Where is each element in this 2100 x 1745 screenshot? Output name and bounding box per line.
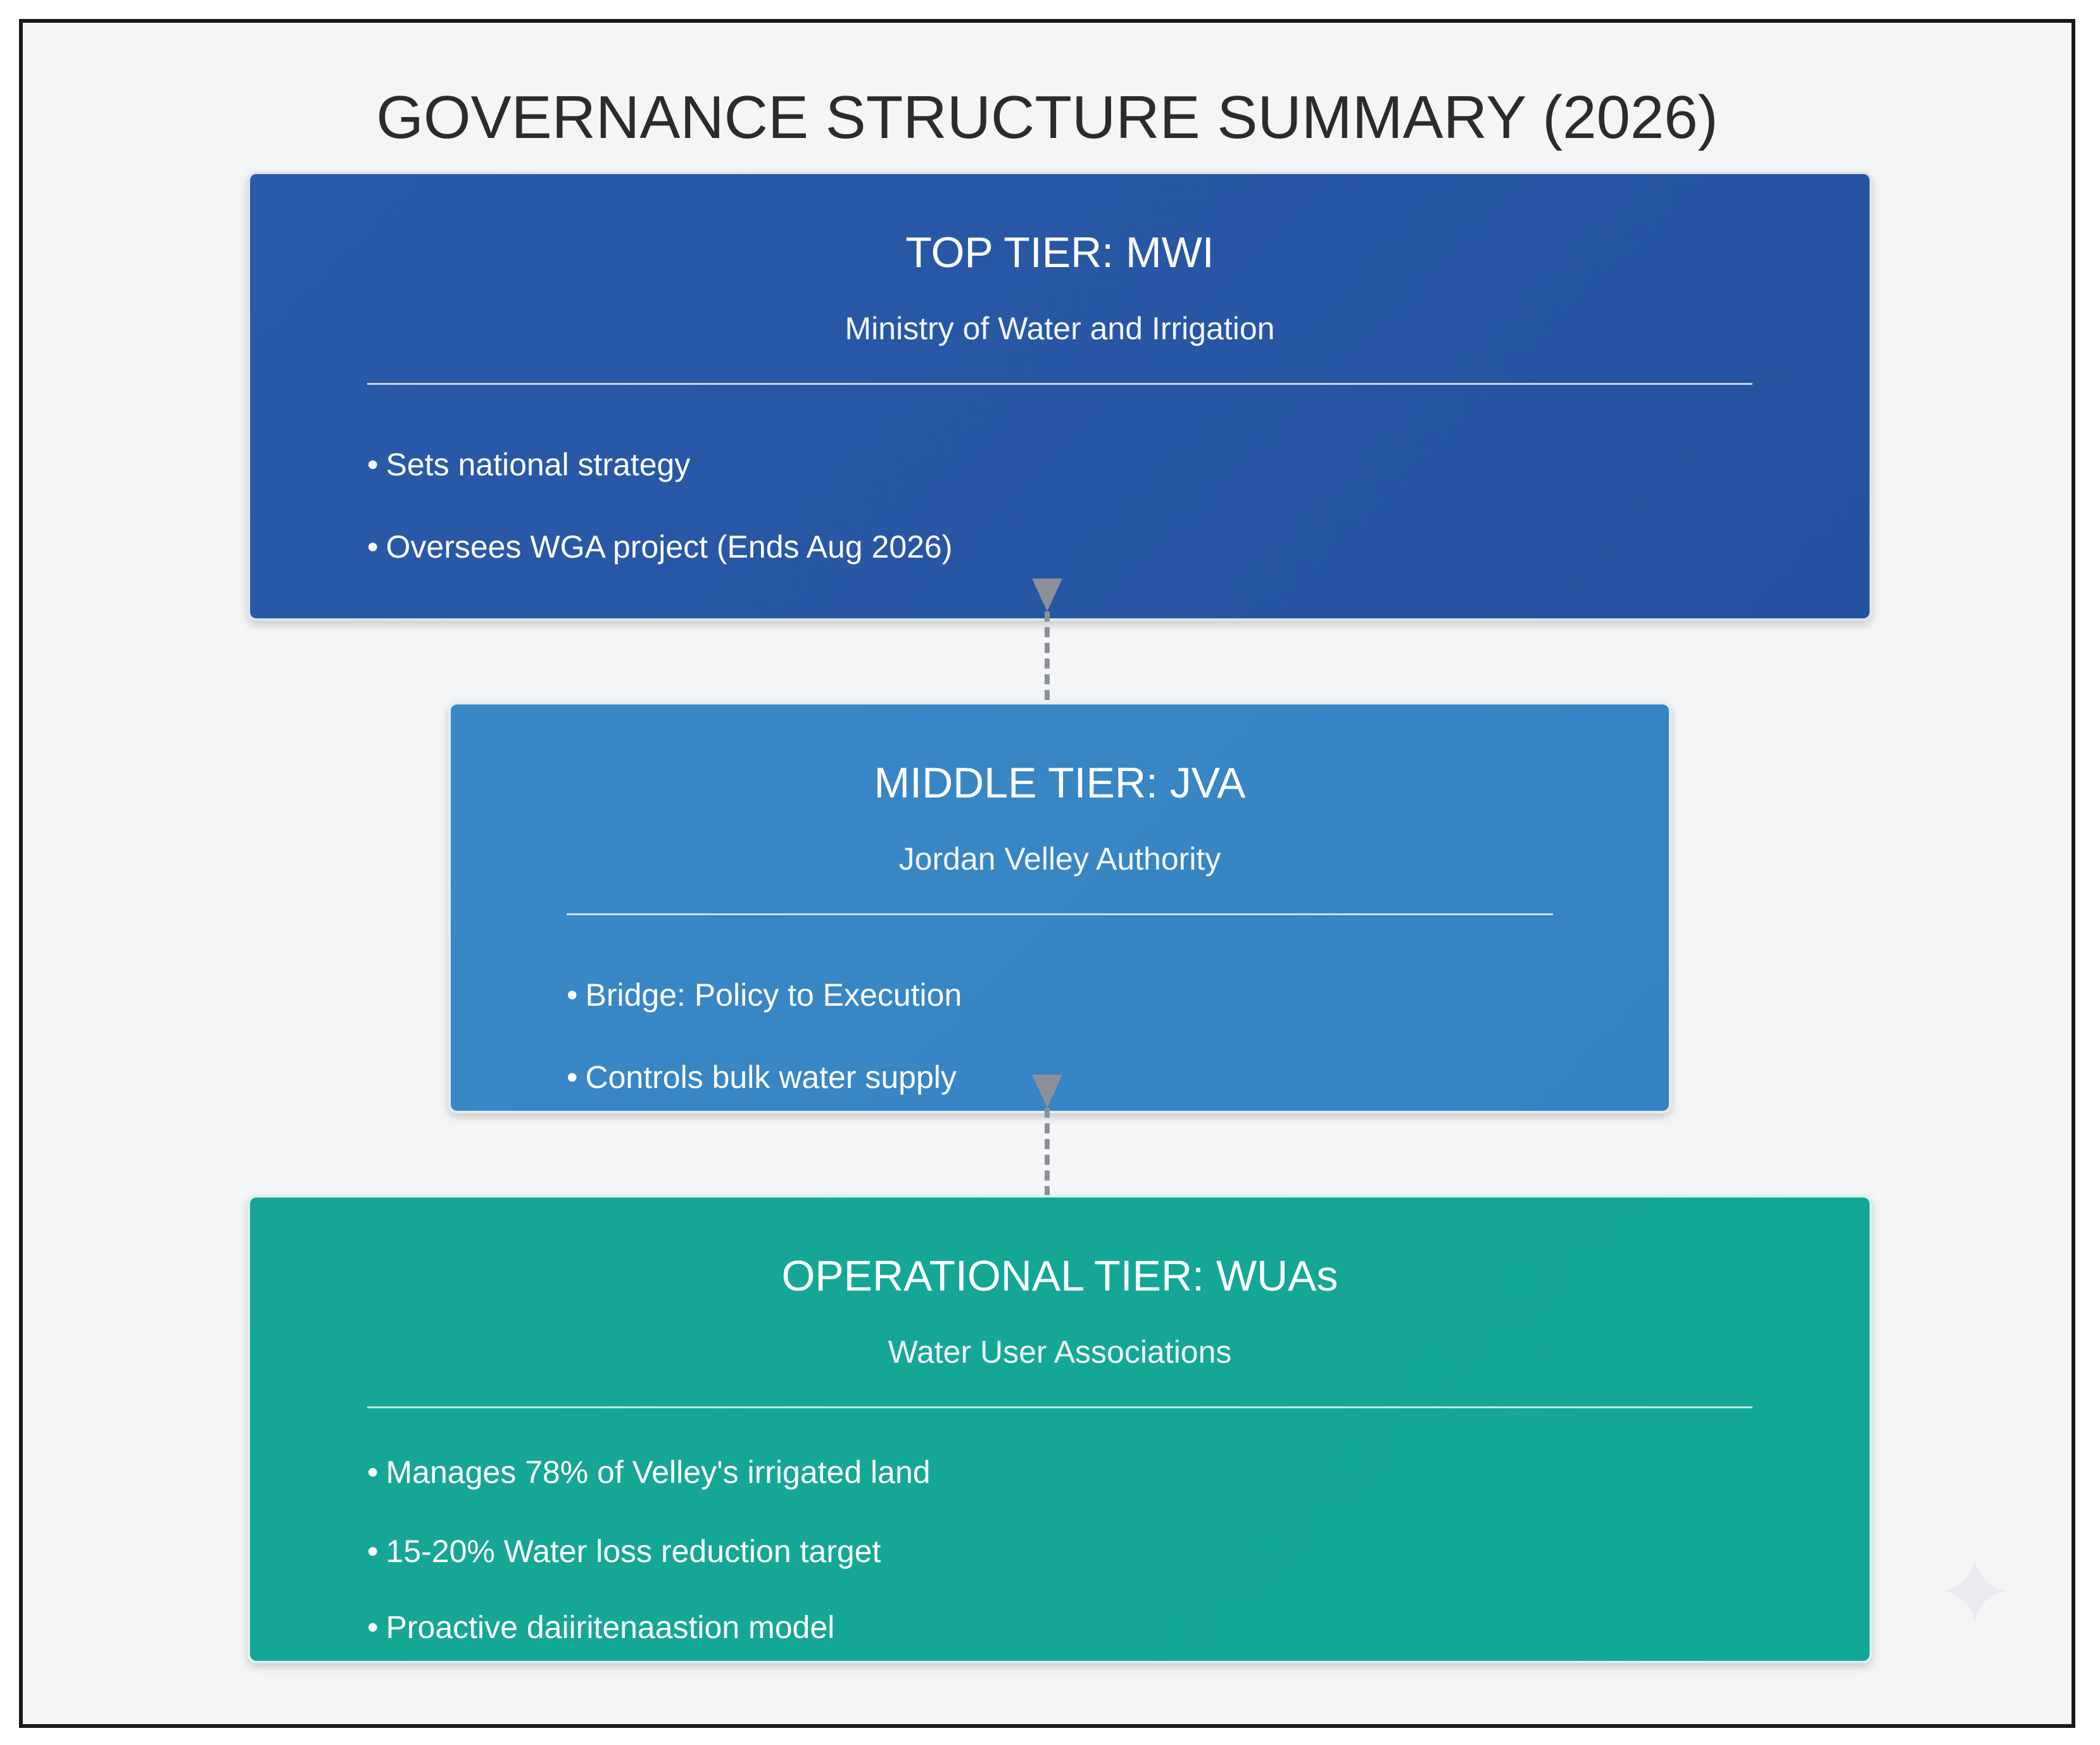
tier-operational-box: OPERATIONAL TIER: WUAs Water User Associ… (248, 1195, 1872, 1663)
tier-middle-bullet: Bridge: Policy to Execution (567, 977, 962, 1013)
tier-top-bullet: Sets national strategy (367, 446, 691, 483)
tier-top-box: TOP TIER: MWI Ministry of Water and Irri… (248, 172, 1872, 621)
tier-operational-bullet: Manages 78% of Velley's irrigated land (367, 1454, 931, 1491)
tier-middle-subtitle: Jordan Velley Authority (898, 841, 1221, 877)
arrow-down-icon (1032, 1075, 1062, 1108)
tier-middle-heading: MIDDLE TIER: JVA (874, 759, 1246, 807)
connector-top-middle (1045, 611, 1050, 700)
tier-operational-subtitle: Water User Associations (888, 1334, 1232, 1370)
tier-middle-divider (567, 913, 1553, 915)
diagram-title: GOVERNANCE STRUCTURE SUMMARY (2026) (376, 84, 1718, 151)
connector-middle-operational (1045, 1108, 1050, 1196)
tier-top-bullet: Oversees WGA project (Ends Aug 2026) (367, 529, 953, 565)
tier-middle-bullet: Controls bulk water supply (567, 1059, 957, 1096)
tier-operational-bullet: Proactive daiiritenaastion model (367, 1609, 835, 1646)
tier-middle-box: MIDDLE TIER: JVA Jordan Velley Authority… (448, 702, 1671, 1113)
tier-operational-divider (367, 1406, 1752, 1408)
tier-top-subtitle: Ministry of Water and Irrigation (845, 311, 1275, 346)
tier-operational-bullet: 15-20% Water loss reduction target (367, 1533, 881, 1570)
sparkle-icon: ✦ (1935, 1539, 2015, 1646)
diagram-frame: GOVERNANCE STRUCTURE SUMMARY (2026) TOP … (19, 19, 2075, 1728)
tier-top-heading: TOP TIER: MWI (905, 228, 1214, 277)
tier-operational-heading: OPERATIONAL TIER: WUAs (781, 1252, 1338, 1300)
tier-top-divider (367, 383, 1752, 385)
arrow-down-icon (1032, 579, 1062, 611)
